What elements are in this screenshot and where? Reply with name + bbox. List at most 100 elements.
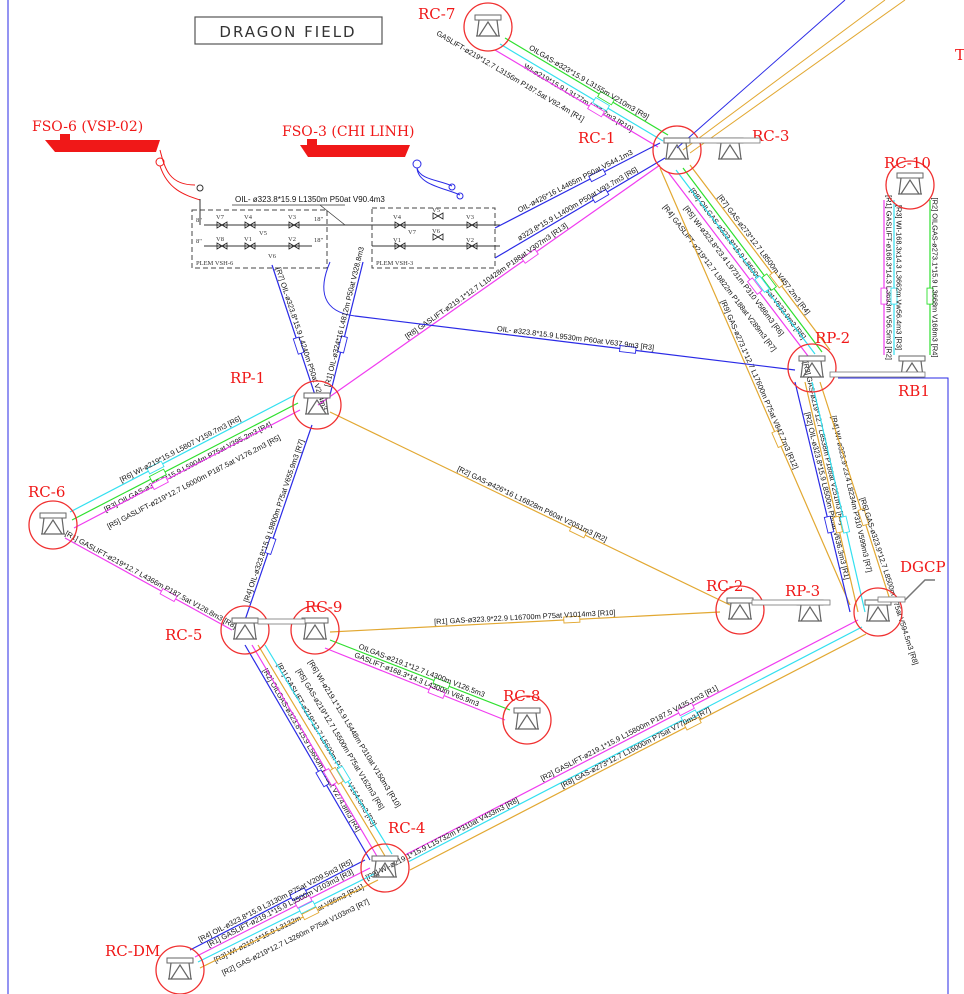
pipe-line[interactable]: [264, 644, 393, 855]
pipe-line[interactable]: [329, 639, 511, 711]
pipeline-wi[interactable]: [R5] WI-ø323.8*23.4 L9731m P310 V586m3 […: [675, 169, 816, 355]
pipe-line[interactable]: [199, 879, 379, 969]
pipeline-wi[interactable]: WI-ø219*15.9 L3177m V85.7m3 [R10]: [499, 43, 664, 142]
pipe-line[interactable]: [189, 859, 366, 951]
pipe-line[interactable]: [197, 873, 375, 963]
bridge: [877, 596, 906, 603]
valve-label: V1: [393, 237, 401, 244]
platform-label: RC-3: [752, 127, 789, 145]
valve-label: V4: [393, 214, 402, 221]
pipe-line[interactable]: [257, 644, 386, 857]
pipe-label: [R1] GASLIFT-ø168.3*14.3 L3693m V56.5m3 …: [885, 195, 894, 360]
pipe-marker: [857, 508, 870, 527]
pipeline-gas[interactable]: [R2] GAS-ø426*16 L16828m P60at V2051m3 […: [329, 411, 731, 606]
pipe-line[interactable]: [329, 411, 731, 606]
platform-label: DGCP: [900, 558, 946, 576]
platform-rc-10[interactable]: RC-10: [884, 154, 935, 210]
valve-icon: [216, 221, 228, 229]
pipe-line[interactable]: [329, 611, 721, 633]
pipe-line[interactable]: [194, 867, 371, 958]
pipeline-oil[interactable]: [R1] OIL-ø324*16 L4812m P50at V328.8m3: [323, 246, 366, 396]
pipeline-oilgas[interactable]: [R3] OILGAS-ø323.8*15.9 L5904m P75at V39…: [71, 402, 299, 521]
pipe-marker: [587, 102, 606, 118]
pipe-line[interactable]: [271, 264, 316, 396]
pipe-line[interactable]: [659, 167, 851, 606]
pipe-line[interactable]: [244, 644, 371, 861]
pipe-line[interactable]: [689, 164, 831, 351]
pipe-line[interactable]: [73, 409, 301, 529]
pipeline-oil[interactable]: [R7] OIL-ø323.8*15.9 L4240m P50at V284m3: [271, 264, 329, 411]
platform-t[interactable]: T: [955, 46, 964, 64]
pipe-line[interactable]: [811, 381, 866, 613]
pipe-line[interactable]: [64, 537, 233, 631]
platform-rb1[interactable]: RB1: [898, 355, 930, 400]
platform-rc-6[interactable]: RC-6: [28, 483, 78, 550]
pipe-line[interactable]: [407, 626, 863, 863]
pipe-line[interactable]: [682, 167, 823, 353]
pipelines: OILGAS-ø323*15.9 L3155m V210m3 [R9]WI-ø2…: [64, 29, 940, 978]
pipeline-wi[interactable]: [R3] WI-ø219.1*15.9 L3132m P310at V86m3 …: [197, 873, 375, 965]
pipe-line[interactable]: [354, 315, 796, 371]
pipe-line[interactable]: [504, 37, 669, 136]
pipeline-gas[interactable]: [R8] GAS-ø273*12.7 L16000m P75at V770m3 …: [409, 633, 867, 871]
pipe-line[interactable]: [409, 633, 867, 871]
pipe-marker: [597, 90, 616, 106]
platform-rc-1[interactable]: RC-1: [578, 125, 702, 175]
platform-dgcp[interactable]: DGCP: [853, 558, 946, 637]
pipe-line[interactable]: [404, 619, 859, 856]
pipe-label: [R3] WI-168.3x14.3 L3662m Vw56.4m3 [R3]: [895, 205, 904, 350]
pipe-label: [R8] GASLIFT-ø219.1*12.7 L10428m P188at …: [403, 221, 569, 341]
pipe-line[interactable]: [494, 157, 666, 259]
pipeline-gaslift[interactable]: GASLIFT-ø168.3*14.3 L4300m V65.9m3: [324, 647, 506, 721]
pipeline-wi[interactable]: [R6] WI-ø219*15.9 L5807 V159.7m3 [R6]: [69, 394, 296, 513]
platform-rc-9[interactable]: RC-9: [290, 598, 342, 655]
platform-rc-4[interactable]: RC-4: [360, 819, 425, 893]
pipe-marker: [754, 275, 771, 293]
pipe-line[interactable]: [244, 424, 313, 621]
pipeline-gas[interactable]: [R1] GAS-ø323.9*22.9 L16700m P75at V1014…: [329, 608, 721, 633]
pipe-line[interactable]: [494, 49, 659, 148]
valve-label: V2: [288, 236, 296, 243]
pipe-line[interactable]: [494, 142, 661, 229]
platform-rp-1[interactable]: RP-1: [230, 369, 342, 430]
pipe-line[interactable]: [251, 644, 379, 859]
pipeline-oilgas[interactable]: [R2] OILGAS-ø273.1*15.9 L3668m V168m3 [R…: [926, 198, 940, 358]
platform-label: RC-4: [388, 819, 425, 837]
pipe-marker: [294, 894, 313, 909]
valve-label: V7: [408, 229, 417, 236]
pipeline-wi[interactable]: [R3] WI-168.3x14.3 L3662m Vw56.4m3 [R3]: [890, 200, 904, 355]
pipeline-oil[interactable]: OIL-ø426*16 L4465m P50at V544.1m3: [494, 142, 661, 229]
pipe-label: [R2] OILGAS-ø273.1*15.9 L3668m V168m3 [R…: [931, 198, 940, 358]
pipeline-gaslift[interactable]: [R1] GASLIFT-ø219*12.7 L4366m P187.5at V…: [64, 529, 239, 631]
pipe-marker: [683, 716, 702, 731]
pipe-marker: [336, 765, 352, 784]
platform-rc-dm[interactable]: RC-DM: [105, 942, 205, 994]
valve-icon: [466, 242, 478, 250]
pipe-label: [R1] GASLIFT-ø219.1*15.9 L3500m V103m3 […: [206, 867, 355, 949]
pipe-line[interactable]: [675, 169, 816, 355]
pipe-line[interactable]: [667, 171, 809, 357]
platform-rc-5[interactable]: RC-5: [165, 605, 270, 655]
valve-icon: [394, 242, 406, 250]
platform-rc-2[interactable]: RC-2: [706, 577, 765, 635]
pipe-line[interactable]: [329, 261, 364, 396]
pipe-line[interactable]: [324, 647, 506, 721]
platform-icon: [371, 855, 399, 862]
flare-boom: [904, 579, 935, 601]
pipe-line[interactable]: [794, 381, 851, 613]
pipe-line[interactable]: [804, 381, 859, 613]
platform-icon: [301, 617, 329, 624]
valve-icon: [394, 221, 406, 229]
pipe-line[interactable]: [819, 381, 891, 601]
pipe-label: [R1] GAS-ø323.9*22.9 L16700m P75at V1014…: [434, 608, 616, 626]
pipe-line[interactable]: [317, 164, 661, 406]
pipeline-gaslift[interactable]: [R1] GASLIFT-ø168.3*14.3 L3693m V56.5m3 …: [880, 195, 894, 360]
platform-rp-2[interactable]: RP-2: [787, 329, 850, 393]
pipe-line[interactable]: [71, 402, 299, 521]
pipe-line[interactable]: [499, 43, 664, 142]
platform-rc-7[interactable]: RC-7: [418, 2, 513, 52]
pipe-marker: [298, 900, 317, 915]
pipe-line[interactable]: [69, 394, 296, 513]
platform-rc-8[interactable]: RC-8: [502, 687, 552, 745]
